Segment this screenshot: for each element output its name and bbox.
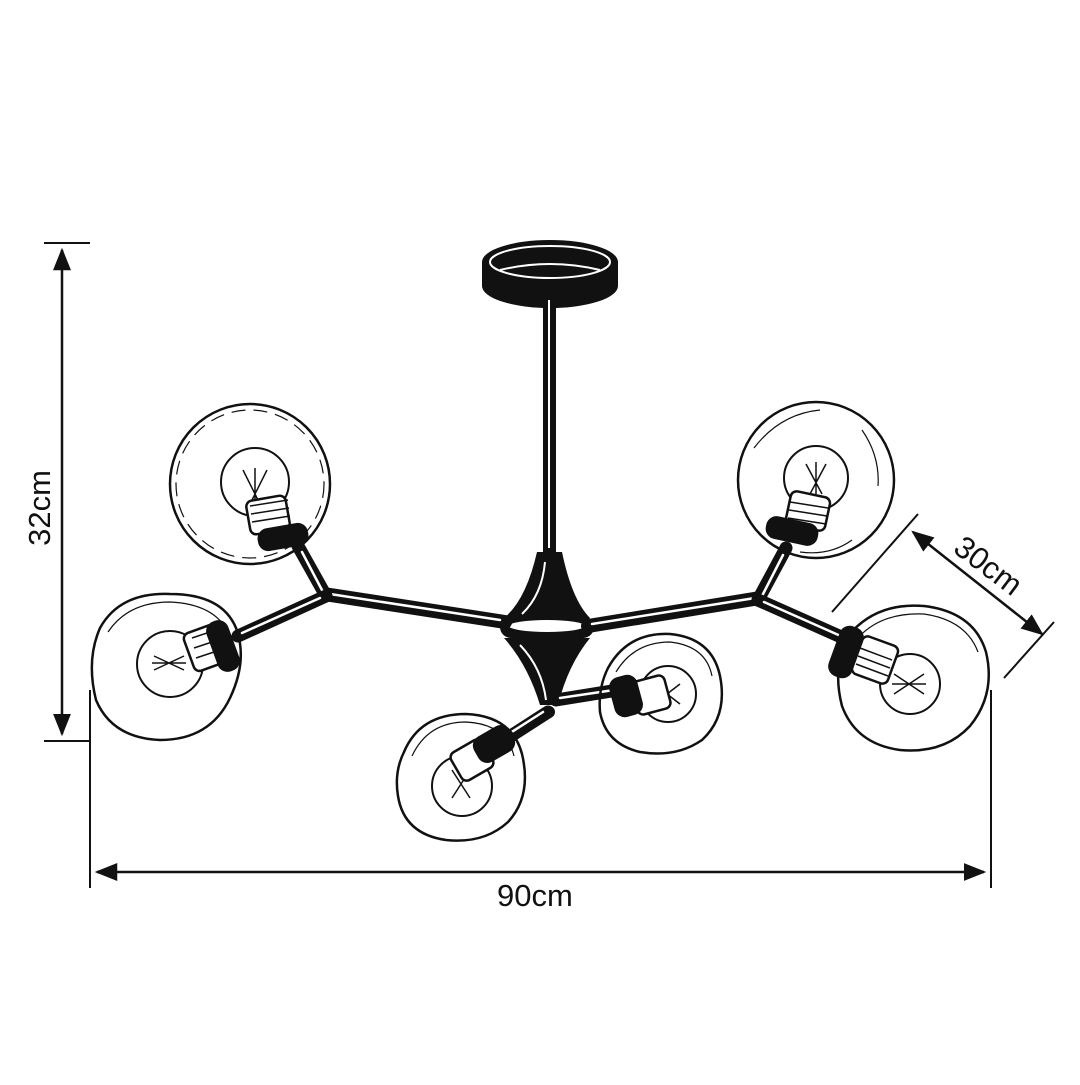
depth-extension-upper xyxy=(831,513,919,613)
globe-lower-left xyxy=(395,712,527,842)
downrod xyxy=(543,292,556,554)
ceiling-canopy xyxy=(482,240,618,308)
globe-left xyxy=(90,592,242,742)
globe-upper-right xyxy=(736,400,896,560)
width-label: 90cm xyxy=(497,878,573,913)
width-dimension xyxy=(89,690,992,888)
depth-extension-lower xyxy=(1003,621,1055,679)
depth-arrow xyxy=(911,530,1044,636)
globe-upper-left xyxy=(168,402,332,566)
height-dimension xyxy=(44,242,90,742)
height-label: 32cm xyxy=(22,470,57,546)
depth-dimension xyxy=(831,513,1055,679)
globe-right xyxy=(828,604,991,752)
arms xyxy=(231,539,855,755)
globe-lower-right xyxy=(598,632,724,755)
central-hub xyxy=(500,552,594,718)
